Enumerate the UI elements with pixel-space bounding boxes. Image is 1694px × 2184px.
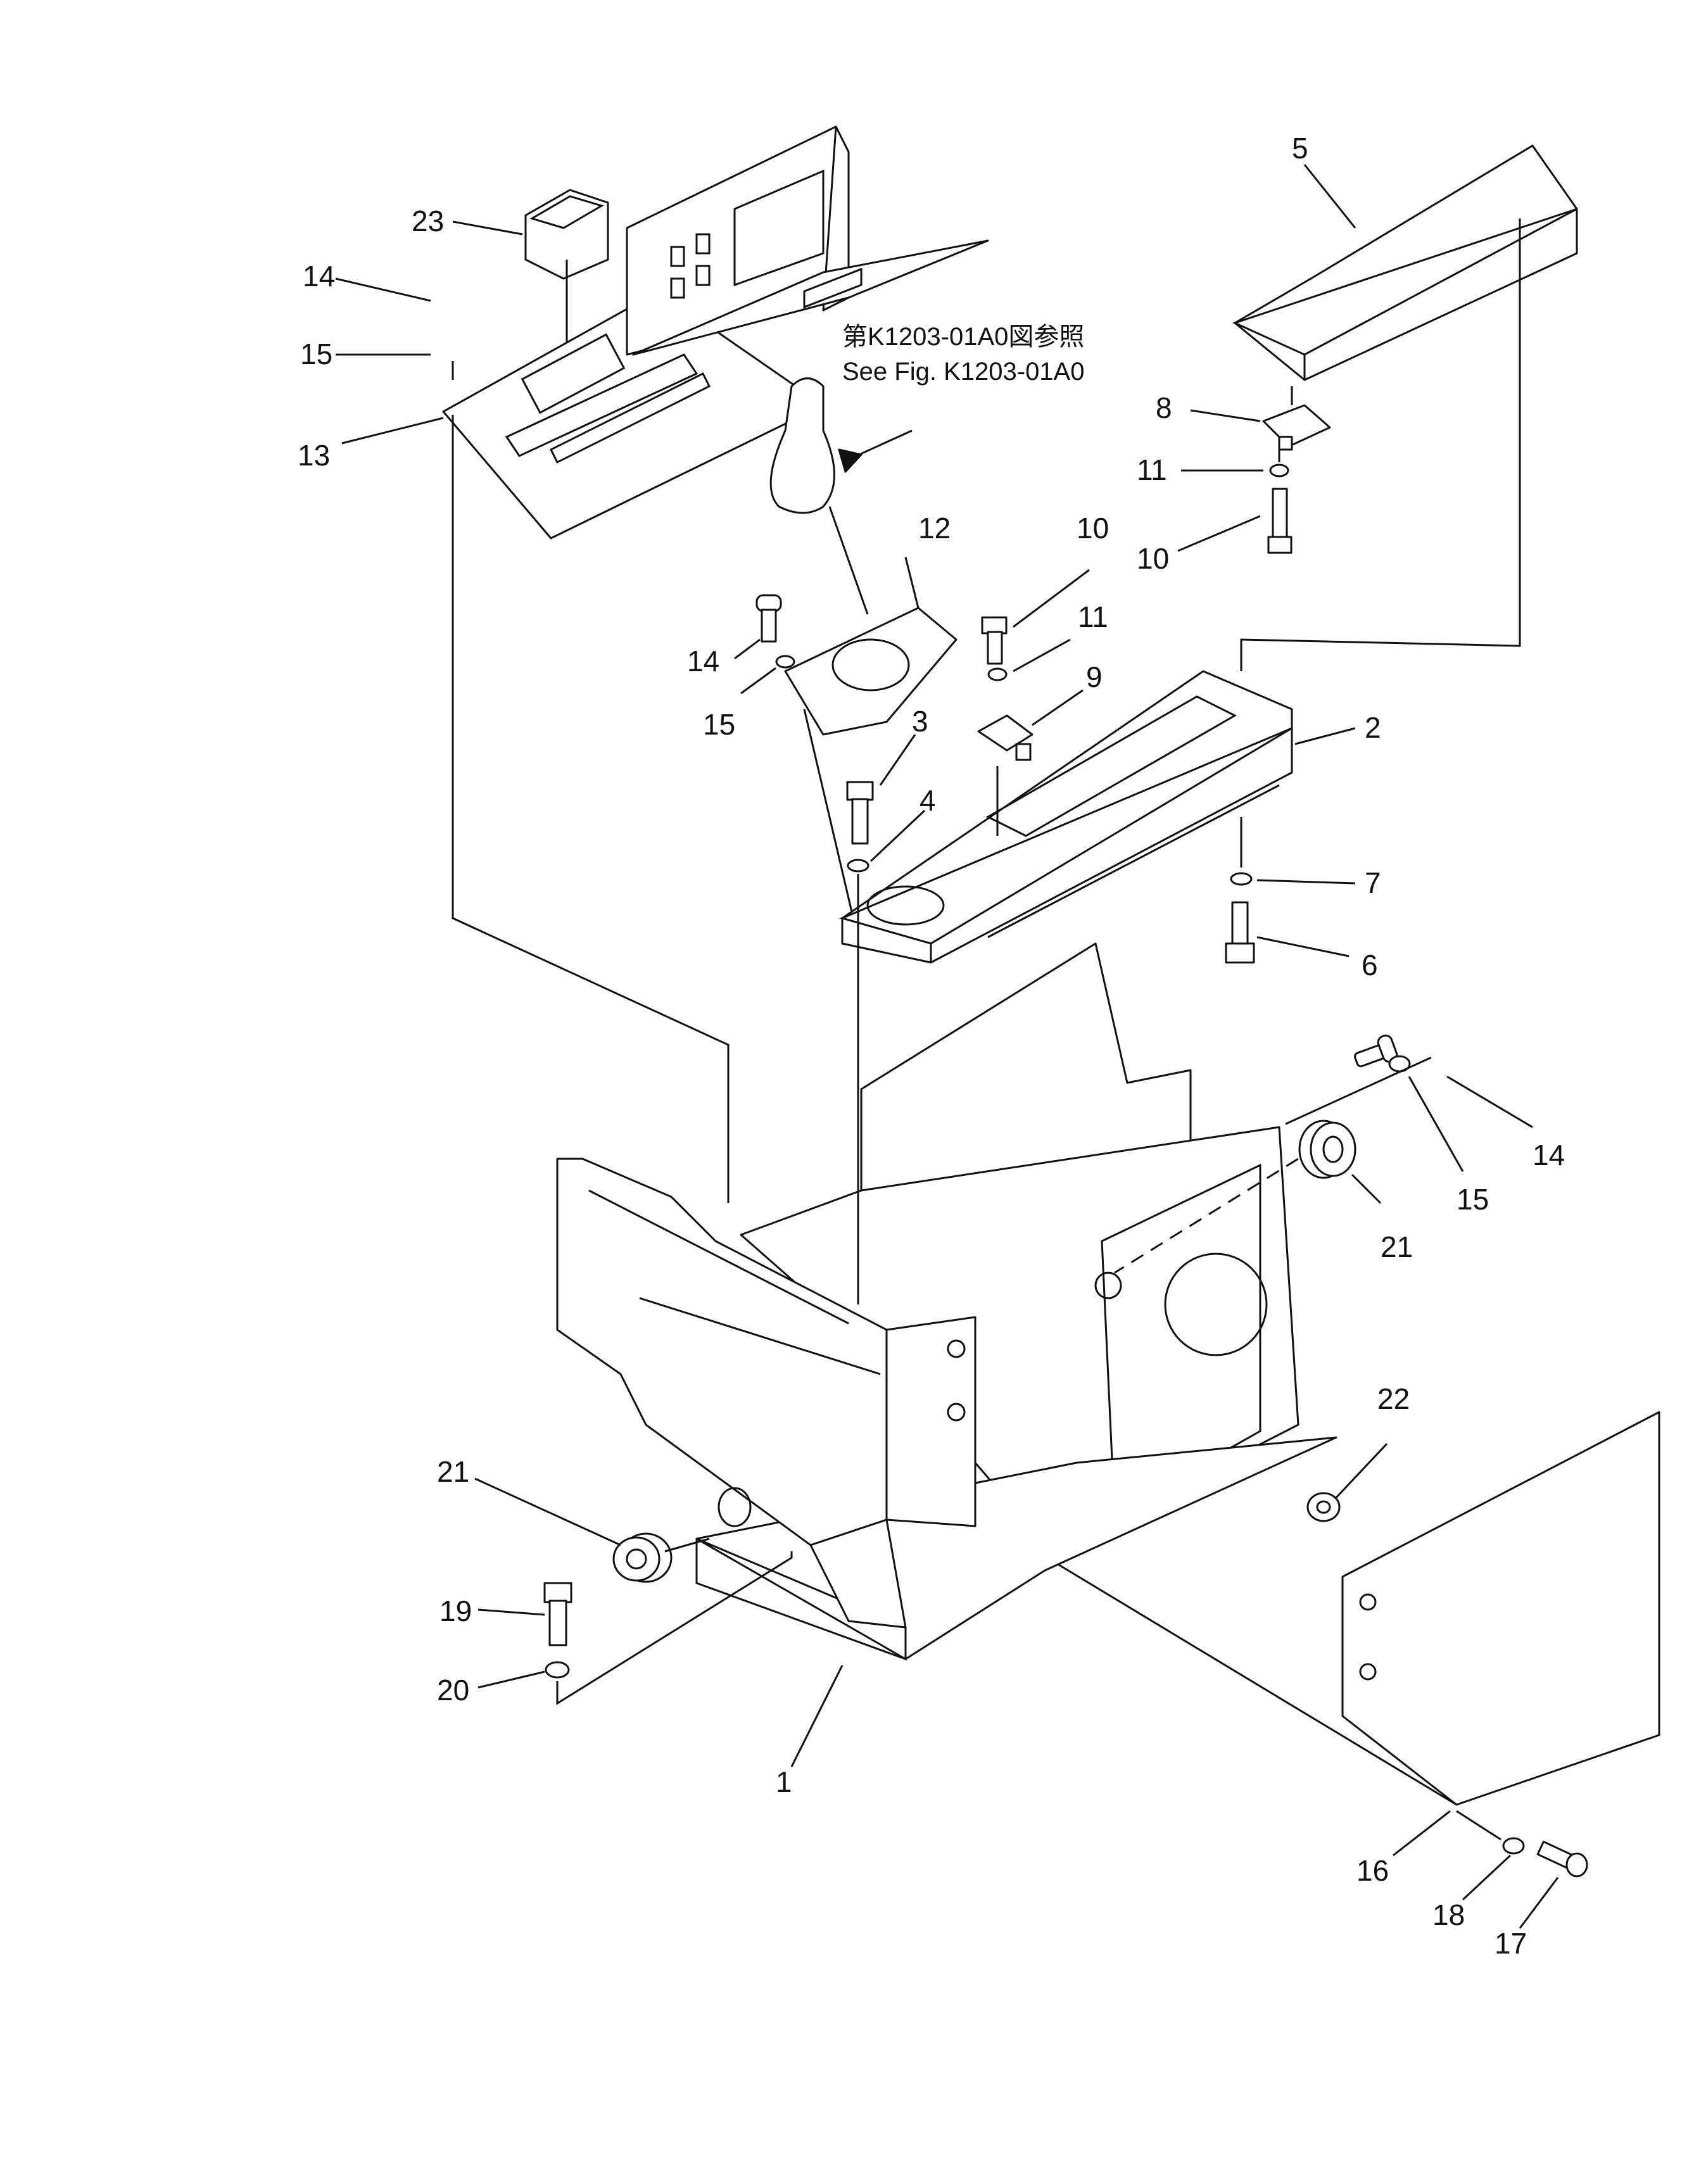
callout-12: 12 [918,512,951,545]
callout-14: 14 [1533,1139,1565,1171]
callout-1: 1 [776,1765,792,1798]
callout-6: 6 [1362,949,1378,982]
grommet-22 [1306,1492,1341,1522]
bolt-6 [1225,901,1255,964]
callout-10: 10 [1077,512,1109,545]
bracket-8 [1262,404,1331,451]
callout-5: 5 [1292,132,1308,165]
callout-8: 8 [1156,391,1172,424]
panel-plate-13 [442,290,825,540]
reference-note-en: See Fig. K1203-01A0 [842,358,1084,386]
callout-23: 23 [412,205,444,237]
callout-18: 18 [1432,1898,1465,1931]
washer-20 [545,1661,570,1679]
callout-11: 11 [1137,453,1167,486]
callout-21: 21 [437,1455,469,1488]
grommet-21-right [1298,1120,1356,1179]
callout-21: 21 [1381,1230,1413,1263]
bolt-10-right [1267,488,1293,554]
callout-15: 15 [300,338,332,370]
callout-17: 17 [1495,1927,1527,1960]
callout-11: 11 [1078,600,1108,633]
reference-note-jp: 第K1203-01A0図参照 [842,323,1084,351]
callout-7: 7 [1365,866,1381,899]
callout-15: 15 [1457,1183,1489,1216]
bolt-17 [1536,1840,1588,1878]
box-23 [524,189,609,280]
bolt-19 [543,1582,572,1646]
cover-5 [1232,144,1578,381]
bracket-9 [977,714,1033,761]
callout-14: 14 [303,260,335,293]
callout-2: 2 [1365,711,1381,744]
callout-19: 19 [439,1594,472,1627]
main-body-1 [556,942,1337,1661]
callout-20: 20 [437,1674,469,1707]
leader-lines [335,164,1559,1929]
washer-15-center [775,655,795,669]
callout-10: 10 [1137,542,1169,575]
alignment-lines [452,218,1521,1841]
callout-22: 22 [1377,1382,1410,1415]
washer-4 [847,859,869,873]
callout-16: 16 [1356,1854,1389,1887]
callout-4: 4 [920,784,936,817]
callout-14: 14 [687,645,719,678]
bolt-3 [846,781,874,845]
washer-18 [1502,1837,1525,1855]
bolt-10-center [981,616,1008,665]
callout-3: 3 [912,705,928,738]
instrument-console [626,125,989,356]
frame-2 [839,670,1293,964]
callout-9: 9 [1086,660,1103,693]
grommet-21-left [612,1532,673,1583]
callout-15: 15 [703,708,735,741]
washer-11-right [1269,464,1289,477]
washer-11-center [987,667,1008,681]
callout-numbers: 23 14 15 13 5 8 11 10 12 10 11 9 14 15 3… [298,132,1565,1960]
bolt-14-center [755,594,782,643]
washer-7 [1230,872,1253,886]
lever-boot [769,377,835,514]
callout-13: 13 [298,439,330,472]
side-panel-16 [1341,1411,1660,1806]
plate-12 [784,607,958,736]
